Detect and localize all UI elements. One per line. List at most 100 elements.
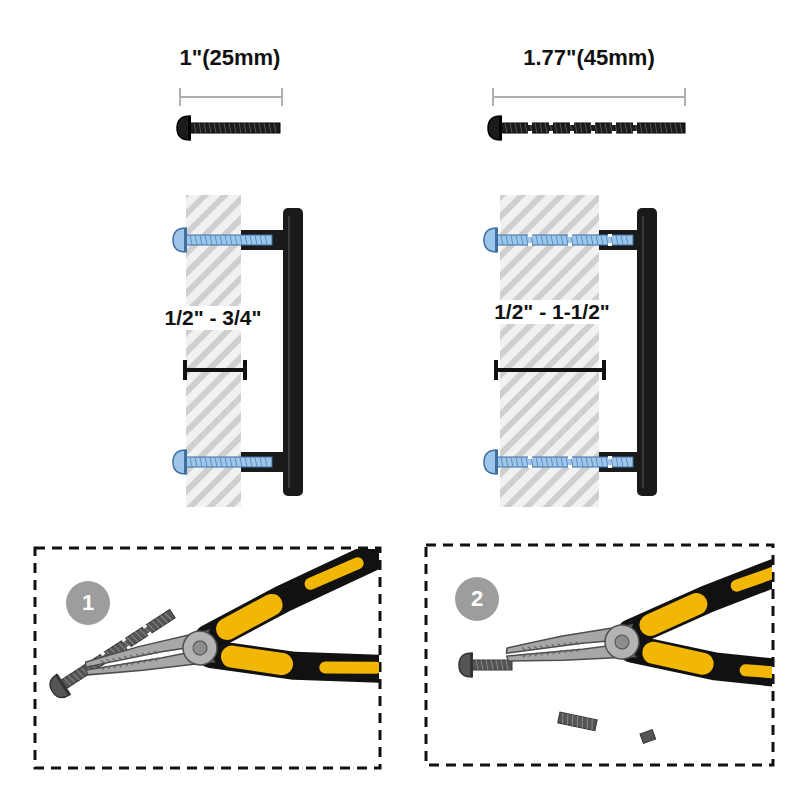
screw-thread <box>260 235 262 245</box>
screw-shaft <box>186 235 272 245</box>
screw-thread <box>521 235 523 245</box>
screw-thread <box>255 235 257 245</box>
thread-notch <box>528 122 532 125</box>
screw-thread <box>680 123 682 133</box>
screw-thread <box>220 457 222 467</box>
screw-thread <box>621 457 623 467</box>
screw-thread <box>621 235 623 245</box>
screw-thread <box>135 631 142 640</box>
screw-flange <box>495 450 498 474</box>
jaw-serration <box>570 642 573 645</box>
screw-thread <box>575 123 577 133</box>
jaw-serration <box>114 665 117 668</box>
bracket-end <box>243 360 247 380</box>
screw-head <box>488 116 501 140</box>
dimension-tick <box>492 88 494 106</box>
jaw-serration <box>541 652 544 655</box>
screw-thread <box>585 123 587 133</box>
screw-head <box>484 228 497 252</box>
screw-thread <box>541 457 543 467</box>
jaw-serration <box>534 646 537 649</box>
jaw-serration <box>540 645 543 648</box>
screw-thread <box>516 235 518 245</box>
screw-thread <box>660 123 662 133</box>
pliers-pivot <box>614 634 629 649</box>
screw-thread <box>575 716 579 727</box>
screw-thread <box>274 123 276 133</box>
pliers <box>72 549 379 737</box>
jaw-serration <box>529 654 532 657</box>
screw-flange <box>188 116 191 140</box>
screw-thread <box>200 457 202 467</box>
thickness-bracket <box>185 360 245 380</box>
screw-flange <box>499 116 502 140</box>
screw-thread <box>630 123 632 133</box>
screw-thread <box>72 672 79 681</box>
screw-thread <box>215 235 217 245</box>
thread-notch <box>568 456 572 459</box>
screw-thread <box>195 457 197 467</box>
jaw-serration <box>124 656 127 659</box>
thread-notch <box>591 131 595 134</box>
screw-thread <box>570 715 574 726</box>
jaw-serration <box>553 651 556 654</box>
screw-thread <box>561 713 565 724</box>
thread-notch <box>608 456 612 459</box>
thread-notch <box>633 122 637 125</box>
screw-thread <box>225 457 227 467</box>
cut-piece-body <box>640 730 656 744</box>
screw-thread <box>244 123 246 133</box>
screw-thread <box>670 123 672 133</box>
screw-thread <box>551 235 553 245</box>
screw-thread <box>586 235 588 245</box>
screw-thread <box>550 123 552 133</box>
thread-notch <box>528 243 532 246</box>
screw-shaft <box>497 457 633 467</box>
short-screw <box>177 116 280 140</box>
screw-thread <box>486 660 488 670</box>
jaw-serration <box>547 652 550 655</box>
screw-thread <box>511 457 513 467</box>
screw-thread <box>230 235 232 245</box>
screw-head <box>46 674 70 701</box>
jaw-serration <box>112 658 115 661</box>
screw-thread <box>566 457 568 467</box>
bracket-end <box>183 360 187 380</box>
cabinet-handle <box>241 208 303 496</box>
screw-thread <box>576 457 578 467</box>
jaw-serration <box>559 650 562 653</box>
screw-thread <box>265 235 267 245</box>
pliers-grip <box>308 563 359 584</box>
screw-thread <box>595 123 597 133</box>
mounting-screw <box>173 228 272 252</box>
screw-shaft <box>497 235 633 245</box>
jaw-serration <box>120 664 123 667</box>
pliers-joint <box>180 628 219 667</box>
screw-thread <box>68 674 75 683</box>
screw-thread <box>265 457 267 467</box>
screw-thread <box>645 123 647 133</box>
screw-thread <box>591 457 593 467</box>
jaw-serration <box>149 658 152 661</box>
callout-number: 1 <box>66 581 110 625</box>
thread-notch <box>549 131 553 134</box>
screw-thread <box>260 457 262 467</box>
screw-thread <box>209 123 211 133</box>
screw-thread <box>510 123 512 133</box>
screw-length: 1"(25mm) <box>177 45 284 70</box>
screw-thread <box>156 617 163 626</box>
pliers-handle <box>196 549 379 638</box>
screw-thread <box>214 123 216 133</box>
screw-thread <box>264 123 266 133</box>
screw-thread <box>239 123 241 133</box>
screw-thread <box>119 642 126 651</box>
callout-text: 2 <box>471 588 483 610</box>
dimension-line <box>493 88 685 106</box>
panel-thickness: 1/2" - 3/4" <box>162 306 265 330</box>
screw-shaft <box>501 123 685 133</box>
jaw-serration <box>131 662 134 665</box>
screw-thread <box>580 123 582 133</box>
dimension-tick <box>179 88 181 106</box>
jaw-serration <box>102 667 105 670</box>
screw-thread <box>505 123 507 133</box>
